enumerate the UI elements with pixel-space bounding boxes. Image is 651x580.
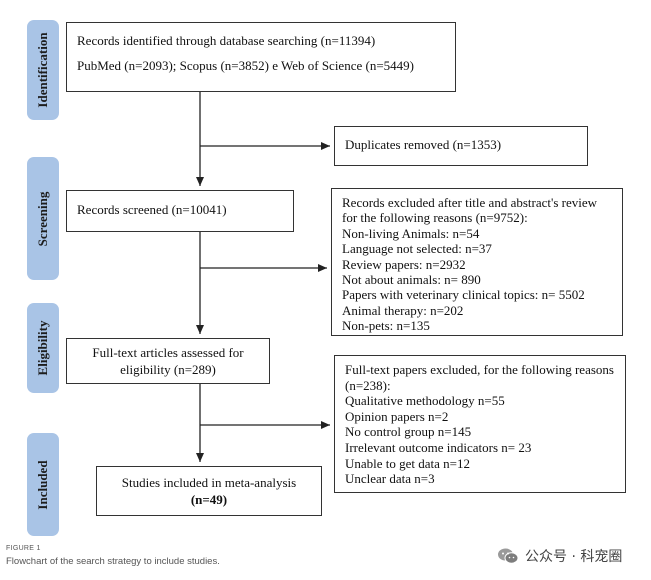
box-fulltext-assessed: Full-text articles assessed for eligibil… (66, 338, 270, 384)
box-records-identified: Records identified through database sear… (66, 22, 456, 92)
excluded-fulltext-line: Irrelevant outcome indicators n= 23 (345, 439, 532, 455)
box-records-screened: Records screened (n=10041) (66, 190, 294, 232)
records-identified-line2: PubMed (n=2093); Scopus (n=3852) e Web o… (77, 58, 414, 73)
fulltext-assessed-line2: eligibility (n=289) (120, 362, 216, 377)
excluded-title-line: Review papers: n=2932 (342, 256, 466, 272)
phase-included: Included (27, 433, 59, 536)
watermark-text: 公众号 · 科宠圈 (525, 549, 623, 565)
excluded-fulltext-line: No control group n=145 (345, 424, 472, 440)
box-records-excluded-title: Records excluded after title and abstrac… (331, 188, 623, 336)
excluded-title-line: for the following reasons (n=9752): (342, 210, 528, 226)
excluded-fulltext-line: Unclear data n=3 (345, 471, 435, 487)
excluded-title-line: Animal therapy: n=202 (342, 302, 464, 318)
phase-eligibility: Eligibility (27, 303, 59, 393)
figure-number: FIGURE 1 (6, 545, 41, 552)
wechat-icon (498, 548, 519, 564)
excluded-title-line: Non-pets: n=135 (342, 318, 430, 334)
excluded-fulltext-line: Full-text papers excluded, for the follo… (345, 362, 614, 377)
excluded-fulltext-line: Unable to get data n=12 (345, 455, 471, 471)
duplicates-removed-text: Duplicates removed (n=1353) (345, 137, 502, 152)
figure-caption: Flowchart of the search strategy to incl… (6, 556, 220, 567)
phase-screening: Screening (27, 157, 59, 280)
studies-included-line1: Studies included in meta-analysis (121, 475, 297, 490)
records-identified-line1: Records identified through database sear… (77, 33, 376, 48)
excluded-fulltext-line: Qualitative methodology n=55 (345, 393, 505, 409)
excluded-title-line: Non-living Animals: n=54 (342, 225, 480, 241)
excluded-title-line: Records excluded after title and abstrac… (342, 195, 598, 210)
excluded-title-line: Language not selected: n=37 (342, 241, 492, 257)
excluded-title-line: Papers with veterinary clinical topics: … (342, 287, 585, 303)
box-studies-included: Studies included in meta-analysis (n=49) (96, 466, 322, 516)
excluded-title-line: Not about animals: n= 890 (342, 272, 481, 288)
fulltext-assessed-line1: Full-text articles assessed for (92, 345, 244, 360)
excluded-fulltext-line: Opinion papers n=2 (345, 408, 449, 424)
studies-included-count: (n=49) (190, 492, 228, 507)
watermark: 公众号 · 科宠圈 (497, 545, 622, 567)
phase-identification: Identification (27, 20, 59, 120)
records-screened-text: Records screened (n=10041) (77, 202, 227, 217)
excluded-fulltext-line: (n=238): (345, 377, 391, 393)
box-fulltext-excluded: Full-text papers excluded, for the follo… (334, 355, 626, 493)
box-duplicates-removed: Duplicates removed (n=1353) (334, 126, 588, 166)
